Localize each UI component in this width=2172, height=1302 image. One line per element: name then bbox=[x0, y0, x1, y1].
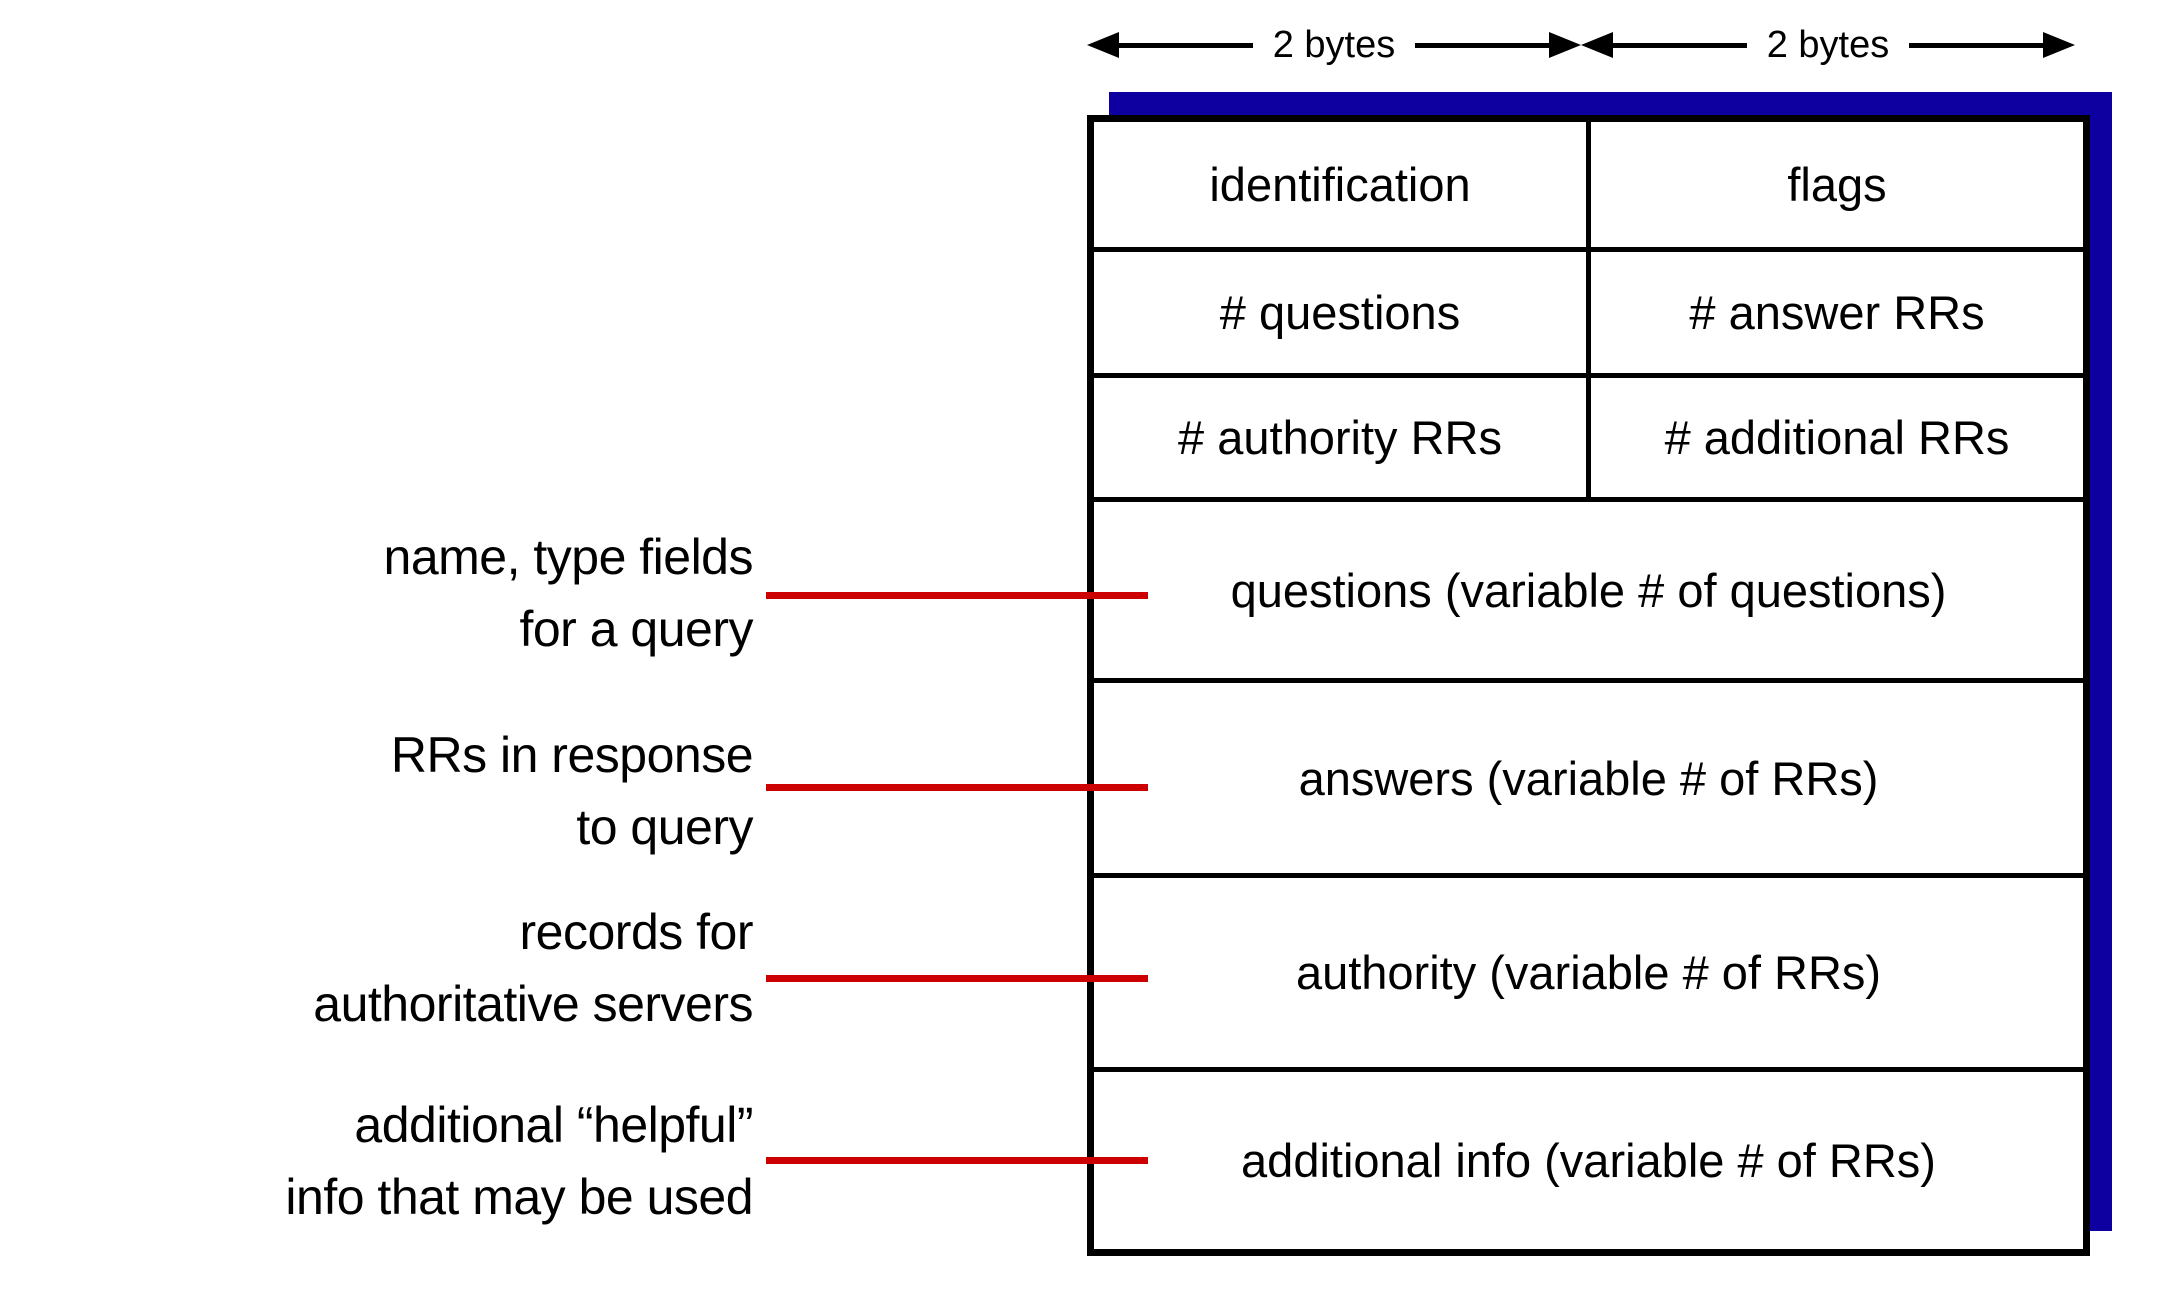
connector-line-answers bbox=[766, 784, 1148, 791]
annotation-text: authoritative servers bbox=[313, 976, 753, 1032]
cell-questions: questions (variable # of questions) bbox=[1230, 563, 1947, 617]
cell-flags: flags bbox=[1787, 158, 1887, 211]
cell-identification: identification bbox=[1094, 122, 1591, 247]
dns-message-table: identification flags # questions # answe… bbox=[1087, 115, 2090, 1256]
left-arrowhead-icon bbox=[1087, 32, 1119, 58]
arrow-shaft bbox=[1415, 42, 1549, 48]
cell-num-questions: # questions bbox=[1094, 252, 1591, 373]
annotation-authoritative-records: records for authoritative servers bbox=[313, 896, 753, 1040]
arrow-shaft bbox=[1909, 42, 2043, 48]
arrow-shaft bbox=[1613, 42, 1747, 48]
connector-line-questions bbox=[766, 592, 1148, 599]
connector-line-authority bbox=[766, 975, 1148, 982]
annotation-text: info that may be used bbox=[285, 1169, 753, 1225]
annotation-query-fields: name, type fields for a query bbox=[383, 521, 754, 665]
table-row: additional info (variable # of RRs) bbox=[1094, 1067, 2083, 1249]
cell-additional-info: additional info (variable # of RRs) bbox=[1241, 1134, 1936, 1187]
annotation-additional-helpful-info: additional “helpful” info that may be us… bbox=[285, 1089, 753, 1233]
table-row: authority (variable # of RRs) bbox=[1094, 873, 2083, 1067]
table-row: # authority RRs # additional RRs bbox=[1094, 373, 2083, 497]
cell-num-authority-rrs: # authority RRs bbox=[1094, 378, 1591, 497]
byte-width-arrow-left: 2 bytes bbox=[1087, 20, 1581, 70]
arrow-shaft bbox=[1119, 42, 1253, 48]
right-arrowhead-icon bbox=[1549, 32, 1581, 58]
left-arrowhead-icon bbox=[1581, 32, 1613, 58]
table-row: # questions # answer RRs bbox=[1094, 247, 2083, 373]
cell-answers: answers (variable # of RRs) bbox=[1298, 751, 1879, 805]
annotation-text: RRs in response bbox=[390, 727, 754, 783]
cell-num-additional-rrs: # additional RRs bbox=[1664, 411, 2010, 464]
cell-authority: authority (variable # of RRs) bbox=[1295, 946, 1882, 999]
table-row: questions (variable # of questions) bbox=[1094, 497, 2083, 678]
table-row: identification flags bbox=[1094, 122, 2083, 247]
annotation-text: records for bbox=[519, 904, 754, 960]
annotation-text: additional “helpful” bbox=[354, 1097, 753, 1153]
right-arrowhead-icon bbox=[2043, 32, 2075, 58]
cell-num-answer-rrs: # answer RRs bbox=[1689, 286, 1985, 339]
connector-line-additional-info bbox=[766, 1157, 1148, 1164]
annotation-text: to query bbox=[576, 799, 753, 855]
byte-width-label-left: 2 bytes bbox=[1272, 23, 1396, 66]
annotation-response-rrs: RRs in response to query bbox=[390, 719, 754, 863]
annotation-text: name, type fields bbox=[383, 529, 754, 585]
table-row: answers (variable # of RRs) bbox=[1094, 678, 2083, 873]
byte-width-arrows: 2 bytes 2 bytes bbox=[1087, 20, 2075, 70]
byte-width-label-right: 2 bytes bbox=[1766, 23, 1890, 66]
byte-width-arrow-right: 2 bytes bbox=[1581, 20, 2075, 70]
annotation-text: for a query bbox=[519, 601, 753, 657]
